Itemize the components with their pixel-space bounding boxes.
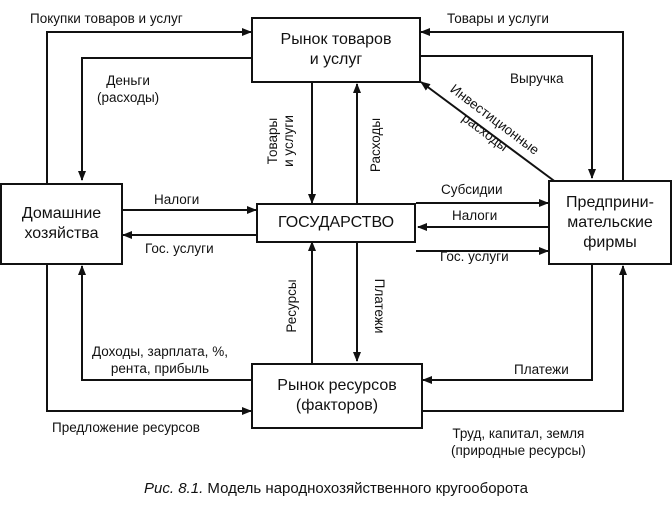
label-gov-payments: Платежи (372, 278, 387, 334)
label-money-expenses: Деньги (расходы) (97, 73, 160, 105)
goods-market-box: Рынок товаров и услуг (251, 17, 421, 83)
label-taxes-households: Налоги (154, 192, 200, 207)
arrow-purchases (46, 28, 252, 186)
arrow-revenue (421, 55, 596, 179)
firms-label: Предприни- мательские фирмы (566, 193, 654, 251)
label-goods-services-firms: Товары и услуги (447, 11, 549, 26)
label-incomes: Доходы, зарплата, %, рента, прибыль (92, 344, 228, 376)
figure-number: Рис. 8.1. (144, 480, 204, 497)
label-gov-services-households: Гос. услуги (145, 241, 214, 256)
figure-caption: Рис. 8.1. Модель народнохозяйственного к… (0, 480, 672, 497)
label-gov-goods: Товары и услуги (265, 115, 296, 167)
label-taxes-firms: Налоги (452, 208, 498, 223)
goods-market-label: Рынок товаров и услуг (280, 31, 392, 68)
arrow-investment (420, 81, 558, 184)
government-box: ГОСУДАРСТВО (256, 203, 416, 243)
label-gov-expenses: Расходы (368, 117, 383, 173)
label-gov-services-firms: Гос. услуги (440, 249, 509, 264)
label-firm-payments: Платежи (514, 362, 569, 377)
label-gov-resources: Ресурсы (284, 279, 299, 333)
households-box: Домашние хозяйства (0, 183, 123, 265)
label-subsidies: Субсидии (441, 182, 503, 197)
arrow-resource-supply (46, 262, 252, 415)
label-resource-supply: Предложение ресурсов (52, 420, 200, 435)
figure-title: Модель народнохозяйственного кругооборот… (207, 480, 528, 497)
firms-box: Предприни- мательские фирмы (548, 180, 672, 265)
government-label: ГОСУДАРСТВО (277, 214, 395, 231)
arrow-incomes (78, 265, 251, 381)
arrow-money-expenses (78, 57, 251, 181)
label-labor-capital: Труд, капитал, земля (природные ресурсы) (451, 426, 586, 458)
arrow-labor-capital (421, 265, 627, 412)
label-revenue: Выручка (510, 71, 564, 86)
arrow-goods-services-firms (420, 28, 624, 182)
resource-market-label: Рынок ресурсов (факторов) (277, 377, 397, 414)
arrow-firm-payments (422, 263, 593, 384)
label-purchases: Покупки товаров и услуг (30, 11, 183, 26)
households-label: Домашние хозяйства (21, 205, 102, 242)
resource-market-box: Рынок ресурсов (факторов) (251, 363, 423, 429)
